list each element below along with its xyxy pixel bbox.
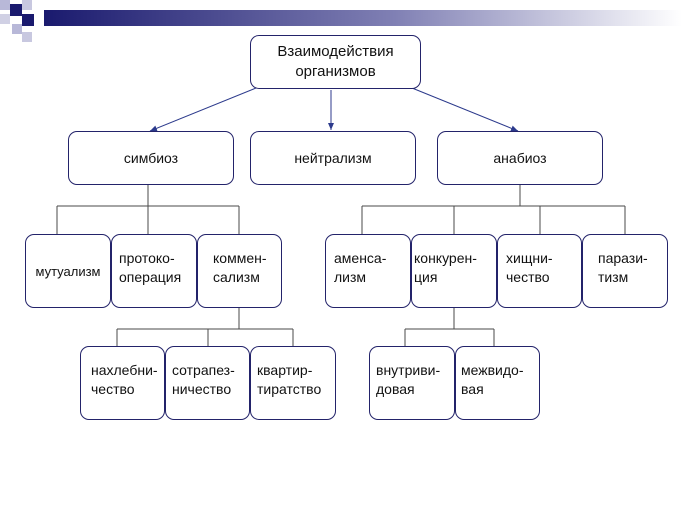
node-tenancy: квартир- тиратство: [250, 346, 336, 420]
gradient-bar-decoration-icon: [44, 10, 682, 26]
node-amensalism: аменса- лизм: [325, 234, 411, 308]
node-protocooperation: протоко- операция: [111, 234, 197, 308]
node-intraspecific: внутриви- довая: [369, 346, 455, 420]
node-commensalism: коммен- сализм: [197, 234, 282, 308]
arrow-to-anabiosis: [411, 87, 519, 132]
node-parasitism: парази- тизм: [582, 234, 668, 308]
arrow-to-symbiosis: [149, 87, 257, 132]
node-anabiosis: анабиоз: [437, 131, 603, 185]
node-neutralism: нейтрализм: [250, 131, 416, 185]
node-freeloading: нахлебни- чество: [80, 346, 165, 420]
node-mutualism: мутуализм: [25, 234, 111, 308]
checker-squares-decoration-icon: [0, 0, 34, 42]
header-banner: [0, 0, 682, 42]
node-symbiosis: симбиоз: [68, 131, 234, 185]
node-interspecific: межвидо- вая: [455, 346, 540, 420]
node-predation: хищни- чество: [497, 234, 582, 308]
node-competition: конкурен- ция: [411, 234, 497, 308]
node-organism-interactions: Взаимодействия организмов: [250, 35, 421, 89]
node-cotabling: сотрапез- ничество: [165, 346, 250, 420]
